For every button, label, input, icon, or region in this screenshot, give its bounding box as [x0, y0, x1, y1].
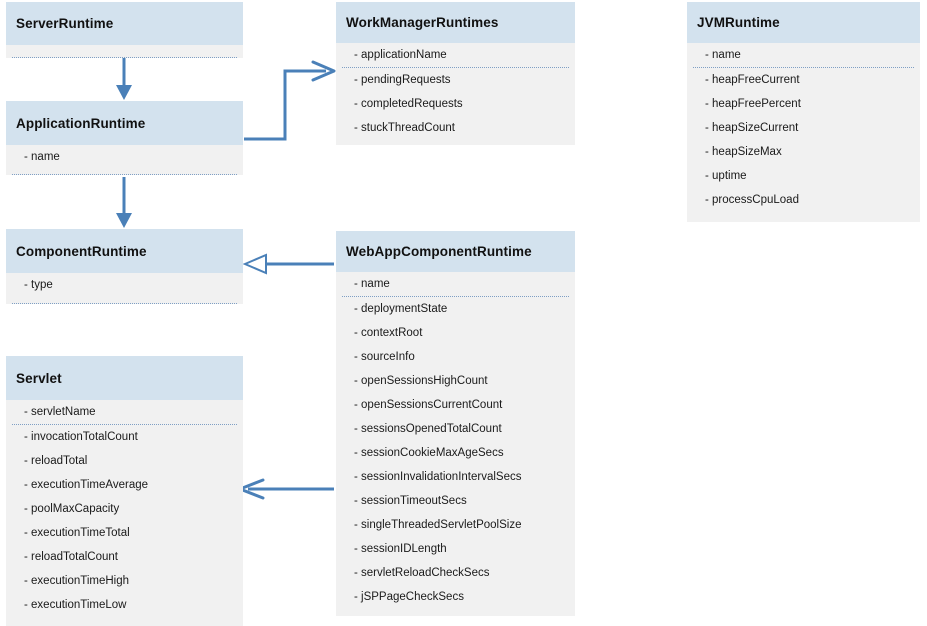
attribute-row[interactable]: - servletReloadCheckSecs	[354, 567, 490, 579]
attribute-row[interactable]: - servletName	[24, 406, 96, 418]
attribute-row[interactable]: - uptime	[705, 170, 747, 182]
attribute-row[interactable]: - openSessionsHighCount	[354, 375, 488, 387]
attribute-row[interactable]: - heapSizeCurrent	[705, 122, 799, 134]
class-box-jvm-runtime[interactable]: JVMRuntime - name - heapFreeCurrent - heapF…	[687, 2, 920, 222]
attribute-row[interactable]: - jSPPageCheckSecs	[354, 591, 464, 603]
class-header-server-runtime[interactable]: ServerRuntime	[6, 2, 243, 45]
attribute-row[interactable]: - name	[24, 151, 60, 163]
attribute-row[interactable]: - stuckThreadCount	[354, 122, 455, 134]
attribute-row[interactable]: - poolMaxCapacity	[24, 503, 120, 515]
attribute-row[interactable]: - sessionsOpenedTotalCount	[354, 423, 502, 435]
attribute-row[interactable]: - type	[24, 279, 53, 291]
class-bottom-rule	[12, 174, 237, 175]
arrow-webapp-to-component	[242, 253, 334, 275]
class-attributes-application-runtime: - name	[6, 145, 243, 175]
attribute-row[interactable]: - executionTimeAverage	[24, 479, 149, 491]
attribute-row[interactable]: - sourceInfo	[354, 351, 415, 363]
attribute-row[interactable]: - singleThreadedServletPoolSize	[354, 519, 522, 531]
class-header-webapp-component-runtime[interactable]: WebAppComponentRuntime	[336, 231, 575, 272]
attribute-row[interactable]: - deploymentState	[354, 303, 448, 315]
arrow-server-to-application	[116, 58, 132, 100]
class-header-work-manager-runtimes[interactable]: WorkManagerRuntimes	[336, 2, 575, 43]
arrow-application-to-component	[116, 177, 132, 228]
attribute-row[interactable]: - name	[705, 49, 741, 61]
class-name-work-manager-runtimes: WorkManagerRuntimes	[346, 15, 499, 30]
class-name-servlet: Servlet	[16, 370, 62, 386]
class-box-server-runtime[interactable]: ServerRuntime	[6, 2, 243, 58]
attribute-row[interactable]: - name	[354, 278, 390, 290]
class-box-component-runtime[interactable]: ComponentRuntime - type	[6, 229, 243, 304]
class-header-application-runtime[interactable]: ApplicationRuntime	[6, 101, 243, 145]
arrow-webapp-to-servlet	[238, 478, 334, 500]
class-header-servlet[interactable]: Servlet	[6, 356, 243, 400]
attribute-separator	[693, 67, 914, 68]
attribute-row[interactable]: - completedRequests	[354, 98, 463, 110]
attribute-row[interactable]: - applicationName	[354, 49, 447, 61]
class-attributes-jvm-runtime: - name - heapFreeCurrent - heapFreePercent…	[687, 43, 920, 222]
class-attributes-server-runtime	[6, 45, 243, 58]
attribute-row[interactable]: - heapFreeCurrent	[705, 74, 800, 86]
attribute-row[interactable]: - sessionCookieMaxAgeSecs	[354, 447, 504, 459]
attribute-row[interactable]: - reloadTotal	[24, 455, 88, 467]
attribute-separator	[12, 424, 237, 425]
class-bottom-rule	[12, 57, 237, 58]
class-attributes-component-runtime: - type	[6, 273, 243, 304]
class-header-jvm-runtime[interactable]: JVMRuntime	[687, 2, 920, 43]
class-name-server-runtime: ServerRuntime	[16, 16, 114, 31]
attribute-row[interactable]: - heapSizeMax	[705, 146, 782, 158]
class-name-webapp-component-runtime: WebAppComponentRuntime	[346, 244, 532, 259]
class-name-application-runtime: ApplicationRuntime	[16, 115, 146, 131]
class-attributes-servlet: - servletName - invocationTotalCount - rel…	[6, 400, 243, 626]
class-name-component-runtime: ComponentRuntime	[16, 243, 147, 259]
attribute-row[interactable]: - sessionIDLength	[354, 543, 447, 555]
class-header-component-runtime[interactable]: ComponentRuntime	[6, 229, 243, 273]
attribute-row[interactable]: - processCpuLoad	[705, 194, 799, 206]
attribute-row[interactable]: - sessionTimeoutSecs	[354, 495, 467, 507]
attribute-row[interactable]: - contextRoot	[354, 327, 423, 339]
class-box-work-manager-runtimes[interactable]: WorkManagerRuntimes - applicationName - pe…	[336, 2, 575, 145]
attribute-row[interactable]: - executionTimeTotal	[24, 527, 130, 539]
attribute-row[interactable]: - heapFreePercent	[705, 98, 801, 110]
attribute-separator	[342, 296, 569, 297]
attribute-row[interactable]: - executionTimeHigh	[24, 575, 130, 587]
attribute-row[interactable]: - reloadTotalCount	[24, 551, 118, 563]
class-box-webapp-component-runtime[interactable]: WebAppComponentRuntime - name - deployment…	[336, 231, 575, 616]
attribute-row[interactable]: - pendingRequests	[354, 74, 451, 86]
class-name-jvm-runtime: JVMRuntime	[697, 15, 780, 30]
attribute-separator	[342, 67, 569, 68]
class-attributes-work-manager-runtimes: - applicationName - pendingRequests - comp…	[336, 43, 575, 145]
attribute-row[interactable]: - executionTimeLow	[24, 599, 127, 611]
class-attributes-webapp-component-runtime: - name - deploymentState - contextRoot - so…	[336, 272, 575, 616]
attribute-row[interactable]: - invocationTotalCount	[24, 431, 138, 443]
class-box-application-runtime[interactable]: ApplicationRuntime - name	[6, 101, 243, 175]
arrow-application-to-workmanager	[244, 60, 336, 141]
attribute-row[interactable]: - openSessionsCurrentCount	[354, 399, 503, 411]
class-box-servlet[interactable]: Servlet - servletName - invocationTotalCou…	[6, 356, 243, 626]
attribute-row[interactable]: - sessionInvalidationIntervalSecs	[354, 471, 522, 483]
class-bottom-rule	[12, 303, 237, 304]
